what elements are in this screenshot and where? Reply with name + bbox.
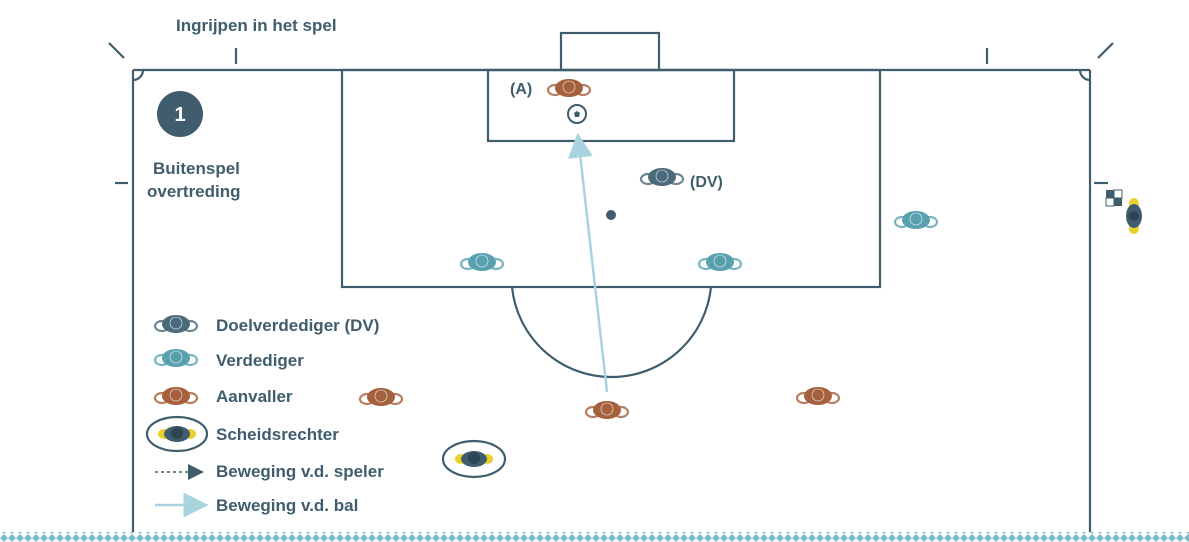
attacker-player — [584, 401, 630, 419]
legend-goalkeeper-label: Doelverdediger (DV) — [216, 316, 379, 335]
referee-ring — [441, 439, 507, 479]
attacker-a-label: (A) — [510, 81, 532, 98]
attacker-a — [546, 79, 592, 97]
legend-defender-label: Verdediger — [216, 351, 304, 370]
situation-line-1: Buitenspel — [153, 159, 240, 178]
legend-attacker-label: Aanvaller — [216, 387, 293, 406]
penalty-spot — [606, 210, 616, 220]
players-layer — [153, 79, 1142, 467]
goalkeeper-dv-label: (DV) — [690, 174, 723, 191]
situation-line-2: overtreding — [147, 182, 241, 201]
corner-flag-icon — [1105, 189, 1123, 207]
penalty-arc — [510, 286, 713, 379]
legend-referee-icon — [158, 426, 196, 442]
pitch — [108, 31, 1114, 532]
attacker-player — [795, 387, 841, 405]
legend-referee-ring — [145, 415, 209, 453]
goal-area — [486, 68, 736, 143]
defender-player — [459, 253, 505, 271]
goalkeeper-player — [639, 168, 685, 186]
soccer-ball-icon — [567, 104, 587, 124]
grass-edge — [0, 532, 1189, 542]
referee-player — [455, 451, 493, 467]
legend-ball-movement-label: Beweging v.d. bal — [216, 496, 358, 515]
diagram-title: Ingrijpen in het spel — [176, 16, 337, 35]
assistant-referee — [1126, 198, 1142, 234]
penalty-area — [340, 68, 882, 289]
legend-defender-icon — [153, 349, 199, 367]
legend-goalkeeper-icon — [153, 315, 199, 333]
ball-path-arrow — [567, 132, 609, 393]
defender-player — [697, 253, 743, 271]
attacker-player — [358, 388, 404, 406]
step-badge — [157, 91, 203, 137]
step-number: 1 — [174, 104, 185, 126]
goal — [559, 31, 661, 72]
legend-player-movement-label: Beweging v.d. speler — [216, 462, 384, 481]
legend: Doelverdediger (DV) Verdediger Aanvaller… — [145, 316, 384, 518]
legend-referee-label: Scheidsrechter — [216, 425, 339, 444]
defender-player — [893, 211, 939, 229]
legend-attacker-icon — [153, 387, 199, 405]
